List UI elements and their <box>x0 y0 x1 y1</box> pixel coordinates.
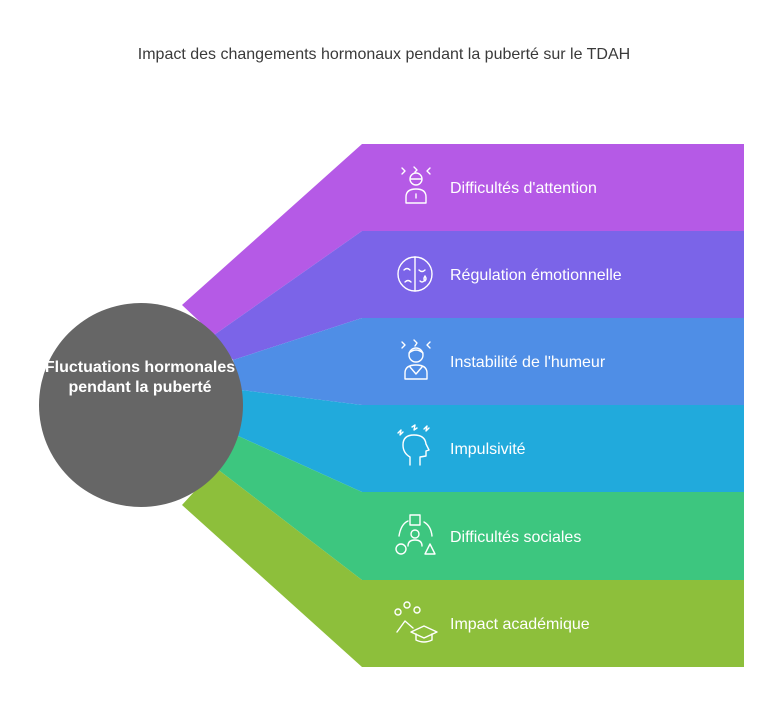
band-5: Difficultés sociales <box>216 435 744 580</box>
band-5-shape <box>216 435 744 580</box>
band-4-shape <box>236 390 744 492</box>
band-4-label: Impulsivité <box>450 441 526 458</box>
band-2: Régulation émotionnelle <box>214 231 744 360</box>
stressed-person-icon <box>401 339 431 380</box>
band-6-label: Impact académique <box>450 616 590 633</box>
band-4: Impulsivité <box>236 390 744 492</box>
distracted-person-icon <box>401 166 431 204</box>
band-1-label: Difficultés d'attention <box>450 180 597 197</box>
head-impulse-icon <box>397 424 430 466</box>
band-3-shape <box>233 318 744 405</box>
center-circle <box>39 303 243 507</box>
band-3: Instabilité de l'humeur <box>233 318 744 405</box>
band-5-label: Difficultés sociales <box>450 529 581 546</box>
band-2-label: Régulation émotionnelle <box>450 267 622 284</box>
band-1: Difficultés d'attention <box>182 144 744 335</box>
band-3-label: Instabilité de l'humeur <box>450 354 606 371</box>
band-2-shape <box>214 231 744 360</box>
band-1-shape <box>182 144 744 335</box>
diagram-title: Impact des changements hormonaux pendant… <box>137 46 631 63</box>
emotion-face-icon <box>397 256 433 292</box>
band-6: Impact académique <box>182 468 744 667</box>
band-6-shape <box>182 468 744 667</box>
center-label: Fluctuations hormonales pendant la puber… <box>44 359 236 396</box>
graduation-cap-icon <box>394 601 438 643</box>
social-shapes-icon <box>395 514 436 555</box>
